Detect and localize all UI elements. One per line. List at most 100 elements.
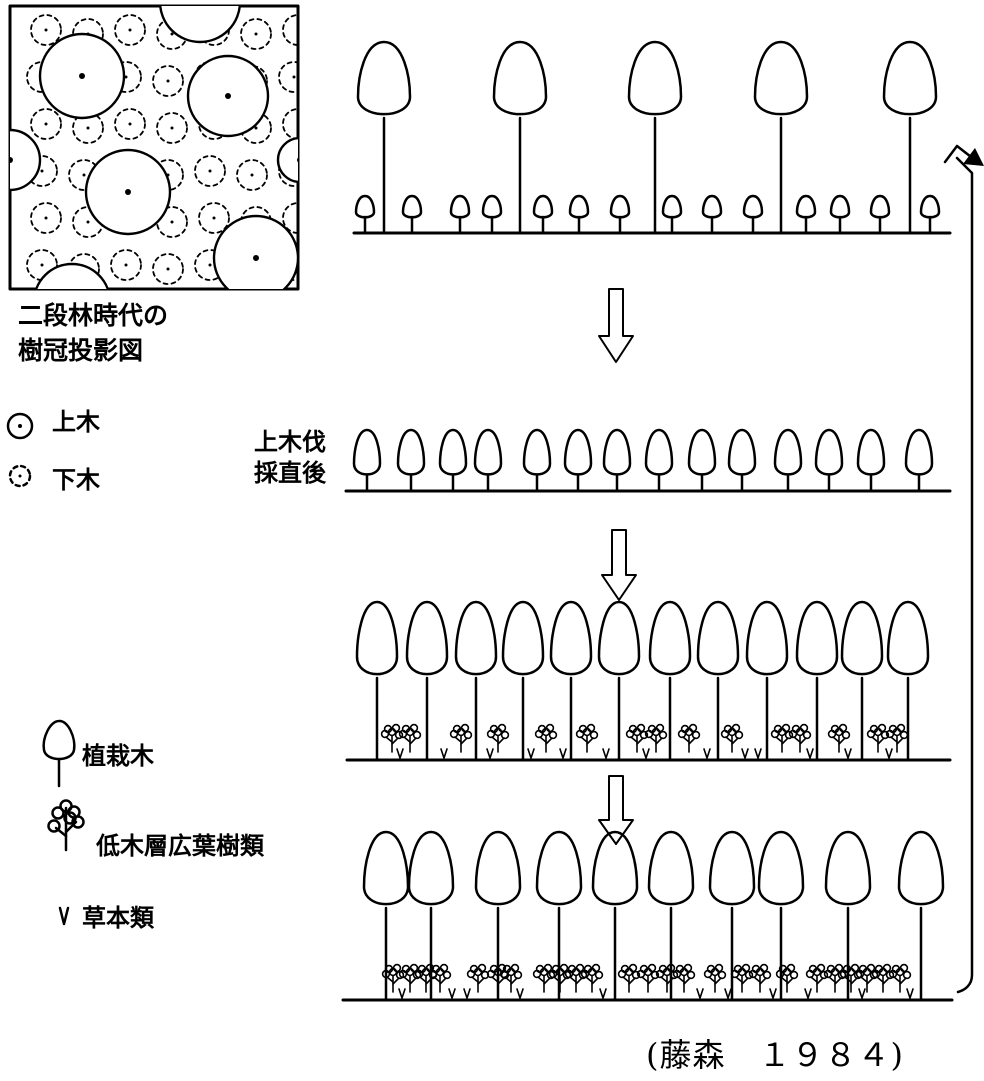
legend-planted-tree-icon bbox=[44, 721, 75, 786]
mature-tree-8 bbox=[759, 832, 803, 1000]
herb-3 bbox=[487, 749, 493, 758]
shrub-15 bbox=[887, 725, 908, 752]
under-tree-14 bbox=[921, 196, 939, 233]
upper-tree-2 bbox=[494, 42, 546, 233]
dense-shrub-20 bbox=[807, 965, 828, 992]
under-tree-6 bbox=[570, 196, 588, 233]
stage-2-label: 上木伐 採直後 bbox=[254, 427, 326, 489]
young-tree-2 bbox=[398, 430, 424, 491]
upper-tree-crown bbox=[0, 130, 40, 190]
stage-plantation-with-undergrowth bbox=[347, 602, 950, 760]
upper-tree-1 bbox=[358, 42, 410, 233]
young-tree-1 bbox=[354, 430, 380, 491]
planted-tree-12 bbox=[888, 602, 928, 760]
down-arrow-2 bbox=[602, 530, 636, 600]
dense-herb-6 bbox=[697, 989, 703, 998]
herb-5 bbox=[560, 749, 566, 758]
planted-tree-3 bbox=[456, 602, 496, 760]
young-tree-7 bbox=[604, 430, 630, 491]
cycle-return-arrow bbox=[945, 146, 984, 992]
dense-herb-3 bbox=[464, 989, 470, 998]
planted-tree-10 bbox=[797, 602, 837, 760]
dense-shrub-15 bbox=[674, 965, 695, 992]
dense-herb-8 bbox=[770, 989, 776, 998]
under-tree-3 bbox=[451, 196, 469, 233]
shrub-5 bbox=[536, 725, 557, 752]
young-tree-11 bbox=[775, 430, 801, 491]
planted-tree-1 bbox=[357, 602, 397, 760]
herb-10 bbox=[755, 749, 761, 758]
dense-herb-5 bbox=[600, 989, 606, 998]
legend-under-tree-label: 下木 bbox=[52, 460, 100, 495]
young-tree-6 bbox=[565, 430, 591, 491]
herb-2 bbox=[441, 749, 447, 758]
planted-tree-11 bbox=[842, 602, 882, 760]
young-tree-5 bbox=[524, 430, 550, 491]
under-tree-12 bbox=[831, 196, 849, 233]
dense-shrub-19 bbox=[777, 965, 798, 992]
down-arrow-3 bbox=[599, 776, 633, 844]
dense-shrub-5 bbox=[468, 965, 489, 992]
under-tree-4 bbox=[483, 196, 501, 233]
crown-caption-line-1: 二段林時代の bbox=[18, 298, 168, 333]
stage-2-label-line-2: 採直後 bbox=[254, 458, 326, 489]
down-arrow-1 bbox=[599, 289, 633, 362]
crown-caption-line-2: 樹冠投影図 bbox=[18, 333, 168, 368]
dense-herb-1 bbox=[399, 989, 405, 998]
young-tree-3 bbox=[440, 430, 466, 491]
under-tree-10 bbox=[744, 196, 762, 233]
shrub-4 bbox=[488, 725, 509, 752]
under-tree-8 bbox=[663, 196, 681, 233]
dense-herb-2 bbox=[449, 989, 455, 998]
shrub-13 bbox=[829, 725, 850, 752]
crown-projection-panel bbox=[0, 0, 322, 340]
dense-herb-4 bbox=[517, 989, 523, 998]
legend-herb-icon bbox=[60, 908, 68, 924]
dense-shrub-14 bbox=[657, 965, 678, 992]
legend-upper-tree-label: 上木 bbox=[52, 402, 100, 437]
dense-shrub-16 bbox=[705, 965, 726, 992]
shrub-8 bbox=[646, 725, 667, 752]
under-tree-13 bbox=[871, 196, 889, 233]
shrub-9 bbox=[679, 725, 700, 752]
planted-tree-9 bbox=[747, 602, 787, 760]
dense-shrub-12 bbox=[619, 965, 640, 992]
legend-planted-tree-label: 植栽木 bbox=[82, 736, 154, 771]
under-tree-9 bbox=[703, 196, 721, 233]
herb-9 bbox=[742, 749, 748, 758]
young-tree-10 bbox=[729, 430, 755, 491]
herb-11 bbox=[807, 749, 813, 758]
shrub-6 bbox=[577, 725, 598, 752]
planted-tree-5 bbox=[551, 602, 591, 760]
dense-shrub-18 bbox=[750, 965, 771, 992]
dense-shrub-25 bbox=[890, 965, 911, 992]
under-tree-11 bbox=[797, 196, 815, 233]
herb-8 bbox=[704, 749, 710, 758]
dense-herb-9 bbox=[805, 989, 811, 998]
stage-2-label-line-1: 上木伐 bbox=[254, 427, 326, 458]
dense-shrub-6 bbox=[488, 965, 509, 992]
shrub-10 bbox=[722, 725, 743, 752]
shrub-1 bbox=[382, 725, 403, 752]
dense-shrub-21 bbox=[825, 965, 846, 992]
shrub-3 bbox=[451, 725, 472, 752]
herb-6 bbox=[603, 749, 609, 758]
dense-herb-7 bbox=[725, 989, 731, 998]
planted-tree-2 bbox=[407, 602, 447, 760]
dense-shrub-8 bbox=[534, 965, 555, 992]
herb-1 bbox=[397, 749, 403, 758]
dense-herb-10 bbox=[859, 989, 865, 998]
dense-shrub-17 bbox=[732, 965, 753, 992]
herb-13 bbox=[886, 749, 892, 758]
legend-shrub-icon bbox=[49, 801, 84, 851]
legend-herb-label: 草本類 bbox=[82, 898, 154, 933]
young-tree-14 bbox=[906, 430, 932, 491]
mature-tree-10 bbox=[899, 832, 943, 1000]
young-tree-8 bbox=[646, 430, 672, 491]
shrub-14 bbox=[868, 725, 889, 752]
dense-herb-11 bbox=[907, 989, 913, 998]
under-tree-5 bbox=[534, 196, 552, 233]
stage-two-storied-forest bbox=[354, 42, 950, 233]
legend-upper-tree-icon bbox=[8, 414, 32, 438]
under-tree-2 bbox=[403, 196, 421, 233]
